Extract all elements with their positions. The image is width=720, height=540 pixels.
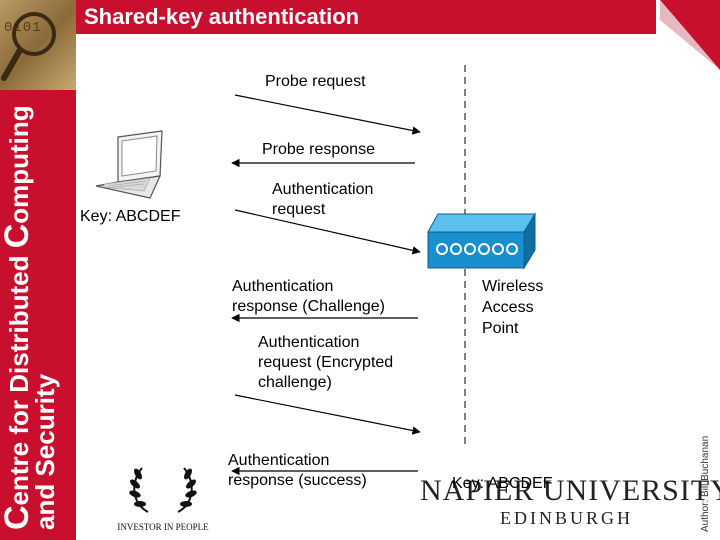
napier-city: EDINBURGH [500,508,633,528]
ap-key-label: Key: ABCDEF [452,475,553,492]
slide-title: Shared-key authentication [84,4,360,29]
investor-in-people-logo: INVESTOR IN PEOPLE [108,460,218,540]
side-banner: 0101 Centre for Distributed Computing an… [0,0,76,540]
arrow-auth-request [234,209,421,255]
client-key-label: Key: ABCDEF [80,208,181,225]
napier-university-logo: NAPIER UNIVERSITY EDINBURGH [420,470,720,540]
author-note: Author: Bill Buchanan [700,435,711,532]
iip-text: INVESTOR IN PEOPLE [117,522,209,532]
magnifier-emblem-icon: 0101 [0,0,76,90]
napier-name: NAPIER UNIVERSITY [420,474,720,507]
title-bar: Shared-key authentication [76,0,656,34]
msg-auth-challenge: Authentication response (Challenge) [232,278,385,315]
ap-label: Wireless Access Point [482,278,544,337]
arrow-auth-encrypted [234,394,421,435]
laptop-icon [95,130,163,199]
access-point-icon [427,212,536,270]
msg-probe-request: Probe request [265,73,366,90]
msg-auth-request: Authentication request [272,181,374,218]
corner-tab-icon [660,0,720,70]
msg-probe-response: Probe response [262,141,375,158]
arrow-probe-request [234,94,421,135]
msg-auth-encrypted: Authentication request (Encrypted challe… [258,334,394,391]
msg-auth-success: Authentication response (success) [228,452,367,489]
laurel-wreath-icon [129,467,197,513]
